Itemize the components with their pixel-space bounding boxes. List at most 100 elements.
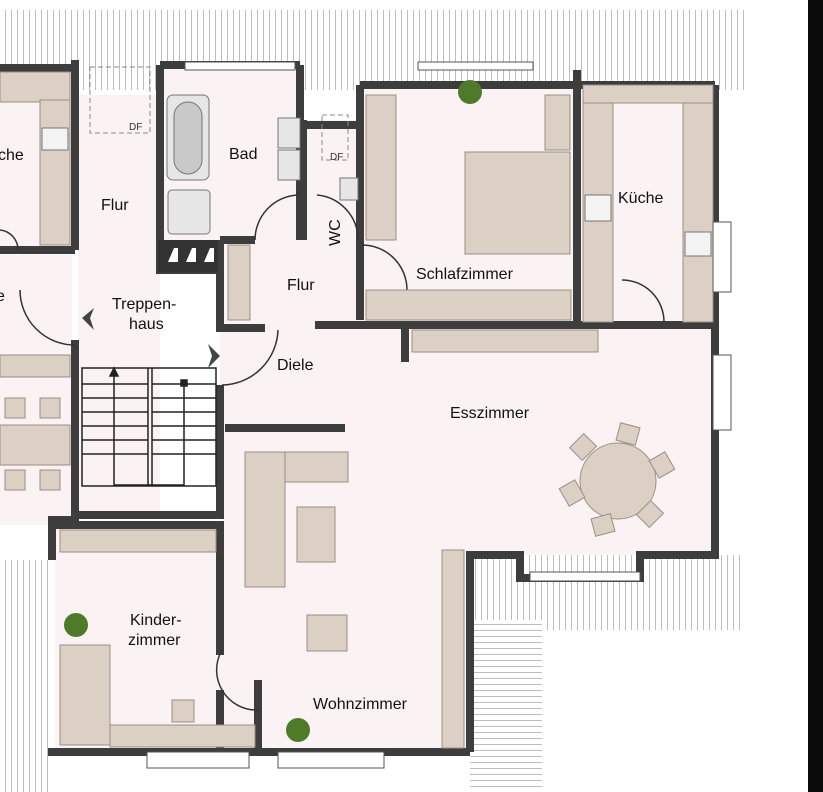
roof-hatching-bottom-right (470, 555, 742, 630)
window-bottom-wohnzimmer (277, 751, 385, 769)
skylight-flur (89, 66, 151, 134)
window-top-schlafzimmer (417, 61, 534, 71)
nightstand (544, 94, 571, 151)
stair-walkline (113, 372, 185, 486)
bathtub-inner (173, 101, 203, 175)
left-room-counter (0, 354, 71, 378)
kitchen-counter-top-kueche (582, 84, 714, 104)
label-df-wc: DF (330, 152, 343, 163)
wall-treppenhaus (78, 385, 345, 519)
plants (64, 80, 482, 742)
label-df-flur: DF (129, 122, 142, 133)
label-kueche: Küche (618, 190, 663, 207)
label-schlafzimmer: Schlafzimmer (416, 266, 514, 283)
label-treppenhaus-2: haus (129, 316, 164, 333)
dining-chairs (558, 422, 676, 537)
chair (648, 451, 676, 479)
shelf-wohnzimmer (441, 549, 465, 749)
window-right-kueche (712, 221, 732, 293)
window-bottom-kinderzimmer (146, 751, 250, 769)
skylight-wc (321, 114, 349, 161)
stove-icon (584, 194, 612, 222)
skylights (89, 66, 349, 161)
image-edge-bar (808, 0, 823, 792)
window-right-esszimmer (712, 354, 732, 431)
sofa-l-side (244, 451, 286, 588)
staircase[interactable] (81, 366, 217, 487)
plant-icon (458, 80, 482, 104)
chair (590, 513, 616, 537)
plant-icon (64, 613, 88, 637)
label-flur-center: Flur (287, 277, 315, 294)
label-left-partial: e (0, 288, 5, 305)
chair (558, 479, 586, 507)
wardrobe-schlafzimmer-bottom (365, 289, 572, 321)
wardrobe-schlafzimmer (365, 94, 397, 241)
chair (39, 469, 61, 491)
kitchen-sink-icon (41, 127, 69, 151)
sideboard-esszimmer (411, 329, 599, 353)
bathroom-fixtures (41, 94, 712, 257)
kitchen-counter-left (0, 71, 71, 103)
doors (0, 194, 665, 711)
bed (464, 151, 571, 255)
label-bad: Bad (229, 146, 257, 163)
label-wc: WC (327, 219, 344, 246)
label-wohnzimmer: Wohnzimmer (313, 696, 408, 713)
stair-arrow-icon (108, 366, 120, 377)
wall-outer-top (0, 61, 715, 89)
wardrobe-kinderzimmer (59, 529, 217, 553)
arrow-right-icon (208, 344, 220, 368)
arrow-left-icon (82, 308, 94, 330)
sink-icon (339, 177, 359, 201)
label-kueche-left: che (0, 147, 24, 164)
window-top-bad (184, 61, 296, 71)
door-kinderzimmer (215, 649, 259, 711)
label-esszimmer: Esszimmer (450, 405, 530, 422)
door-wc (316, 194, 359, 241)
door-kueche (621, 279, 665, 323)
roof-hatching-bottom-left (0, 560, 48, 792)
roof-hatching-bottom-right-lower (470, 620, 542, 792)
sink-icon (277, 149, 301, 181)
window-bottom-esszimmer (529, 571, 641, 582)
chair (615, 422, 641, 446)
chimney-flues (168, 248, 214, 262)
chair (4, 469, 26, 491)
chair (39, 397, 61, 419)
windows (146, 61, 732, 769)
chimney (158, 240, 218, 272)
kitchen-counter-left-side (39, 99, 71, 246)
armchair (306, 614, 348, 652)
door-treppenhaus-left (19, 289, 76, 346)
door-left-room (0, 229, 19, 251)
coffee-table (296, 506, 336, 563)
door-diele (221, 329, 279, 386)
door-schlafzimmer (361, 244, 408, 291)
kitchen-counter-right-side-kueche (682, 99, 714, 323)
wall-wc (299, 85, 364, 320)
label-kinderzimmer-2: zimmer (128, 632, 181, 649)
furniture (0, 71, 714, 749)
roof-hatching-top (0, 10, 745, 90)
sink-icon (277, 117, 301, 149)
walls (0, 60, 719, 756)
wall-left-column (0, 60, 79, 560)
shower-icon (167, 189, 211, 235)
floor-flur-left (78, 95, 160, 515)
bed-kinderzimmer (59, 644, 111, 746)
chair (568, 432, 598, 462)
dining-table (579, 442, 657, 520)
kitchen-sink-icon (684, 231, 712, 257)
desk-chair (171, 699, 195, 723)
door-bad (254, 194, 299, 241)
chair (635, 499, 665, 529)
plant-icon (286, 718, 310, 742)
stair-end-marker (180, 379, 188, 387)
left-room-table (0, 424, 71, 466)
wall-flur-center (216, 240, 265, 332)
label-flur-left: Flur (101, 197, 129, 214)
label-treppenhaus-1: Treppen- (112, 296, 176, 313)
